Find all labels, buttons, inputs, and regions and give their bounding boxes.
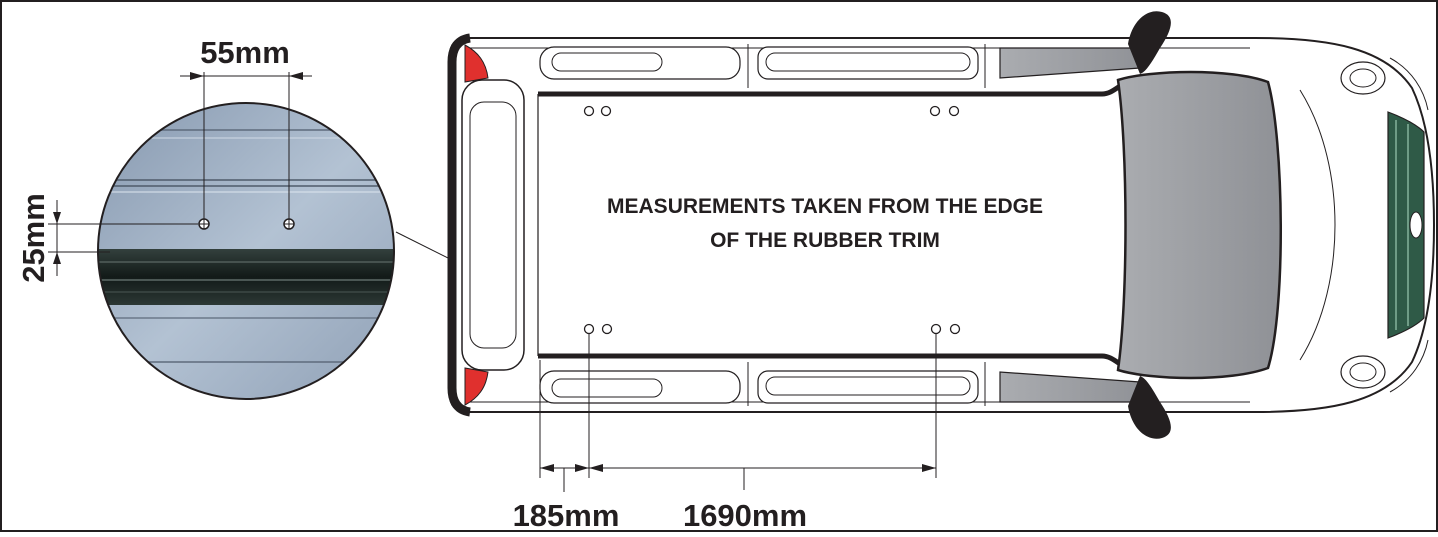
mounting-hole (948, 105, 960, 117)
mirror-left (1128, 11, 1171, 74)
mounting-hole (583, 323, 595, 335)
front-grille (1387, 111, 1425, 339)
hole-spacing-label: 55mm (200, 35, 290, 70)
headlight-left (1340, 57, 1429, 111)
mounting-hole (929, 105, 941, 117)
headlight-right (1340, 339, 1429, 393)
detail-hole-left (198, 218, 210, 230)
mounting-holes (583, 105, 961, 335)
tail-light-right (464, 367, 489, 406)
detail-hole-right (283, 218, 295, 230)
mounting-hole (949, 323, 961, 335)
upper-side-panel (470, 44, 1250, 88)
detail-magnifier: 55mm 25mm (16, 35, 589, 400)
hole-spacing-dimension (180, 72, 312, 220)
lower-side-panel (470, 362, 1250, 406)
rear-bumper-trim (447, 33, 471, 417)
mounting-hole (600, 105, 612, 117)
rear-offset-label: 185mm (513, 498, 620, 532)
mounting-hole (583, 105, 595, 117)
mounting-hole (930, 323, 942, 335)
edge-offset-dimension (48, 200, 198, 276)
rear-door-window (461, 79, 525, 371)
edge-offset-label: 25mm (16, 193, 51, 283)
tail-light-left (464, 44, 489, 83)
note-line-1: MEASUREMENTS TAKEN FROM THE EDGE (607, 195, 1043, 218)
badge-icon (1409, 211, 1423, 239)
bonnet-line (1299, 89, 1336, 361)
bottom-dimensions (539, 334, 937, 492)
mounting-hole (601, 323, 613, 335)
mirror-right (1128, 376, 1171, 439)
rubber-trim-detail (98, 249, 394, 305)
windscreen (1116, 70, 1282, 380)
van-top-view: MEASUREMENTS TAKEN FROM THE EDGE OF THE … (447, 11, 1436, 439)
roof-panel (538, 80, 1128, 372)
rail-spacing-label: 1690mm (683, 498, 807, 532)
note-line-2: OF THE RUBBER TRIM (710, 229, 940, 252)
detail-circle-outline (97, 102, 395, 400)
